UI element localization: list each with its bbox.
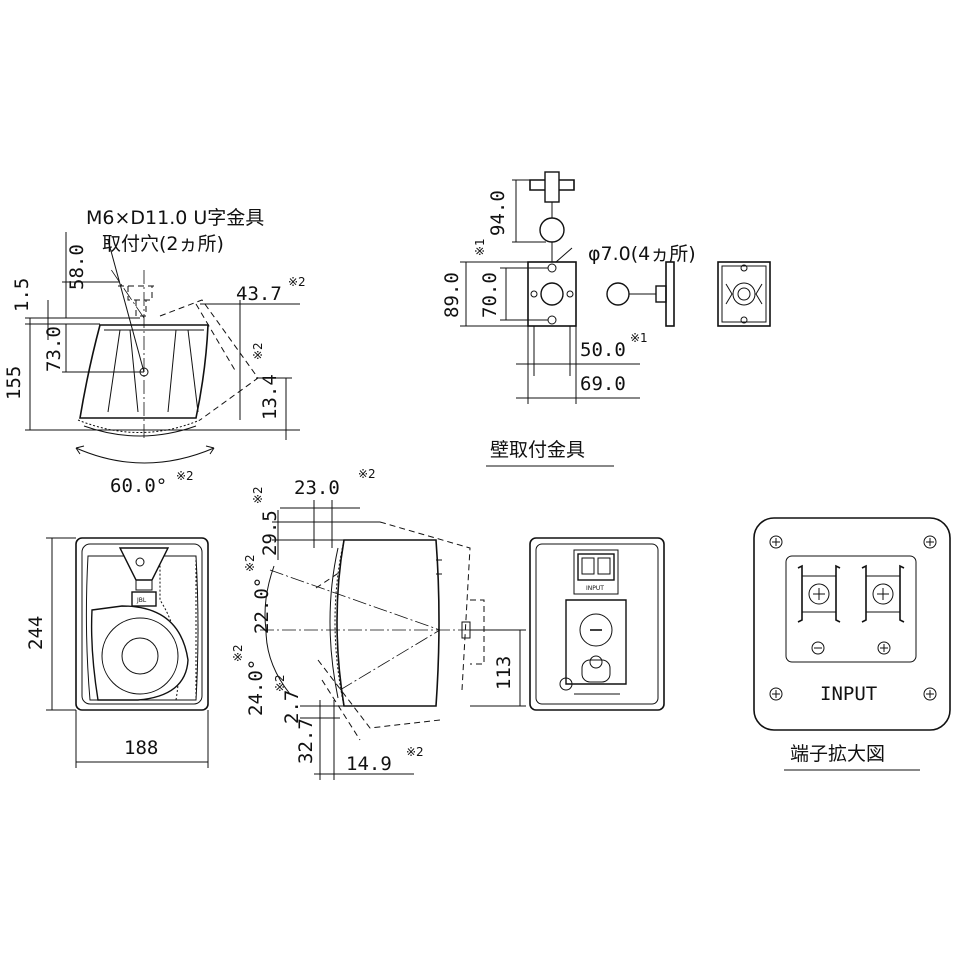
dim-89: 89.0 — [441, 272, 463, 318]
dim-1-5: 1.5 — [11, 278, 33, 312]
side-view: 23.0 ※2 29.5 ※2 22.0° ※2 24.0° ※2 2.7 ※2… — [231, 467, 526, 780]
terminal-input-label: INPUT — [820, 683, 877, 705]
dim-155: 155 — [3, 366, 25, 400]
dim-50: 50.0 — [580, 339, 626, 361]
back-input-label: INPUT — [586, 585, 604, 592]
front-view: JBL 244 188 — [25, 537, 209, 768]
note-mark-13-4: ※2 — [251, 342, 265, 360]
note-mark-50: ※1 — [630, 331, 648, 345]
dim-94: 94.0 — [487, 190, 509, 236]
dim-32-7: 32.7 — [295, 718, 317, 764]
dim-244: 244 — [25, 616, 47, 650]
note-mark-22: ※2 — [243, 554, 257, 572]
dim-43-7: 43.7 — [236, 283, 282, 305]
dim-29-5: 29.5 — [259, 510, 281, 556]
wall-bracket: 94.0 ※1 89.0 70.0 φ7.0(4ヵ所) 50.0 ※1 69.0… — [441, 171, 771, 467]
note-mark-14-9: ※2 — [406, 745, 424, 759]
dim-14-9: 14.9 — [346, 753, 392, 775]
dim-24: 24.0° — [245, 659, 267, 716]
dim-58: 58.0 — [66, 244, 88, 290]
dim-22: 22.0° — [251, 577, 273, 634]
dim-188: 188 — [124, 737, 158, 759]
dim-60: 60.0° — [110, 475, 167, 497]
front-logo: JBL — [136, 597, 147, 604]
note-mark-29-5: ※2 — [251, 486, 265, 504]
dim-70: 70.0 — [479, 272, 501, 318]
terminal-title: 端子拡大図 — [790, 743, 885, 765]
top-note-line2: 取付穴(2ヵ所) — [102, 233, 224, 255]
note-mark-24: ※2 — [231, 644, 245, 662]
note-mark-43-7: ※2 — [288, 275, 306, 289]
note-mark-89: ※1 — [473, 238, 487, 256]
dim-73: 73.0 — [43, 326, 65, 372]
note-mark-2-7: ※2 — [273, 674, 287, 692]
top-view: M6×D11.0 U字金具 取付穴(2ヵ所) 58.0 1.5 155 73.0… — [3, 207, 306, 497]
dim-69: 69.0 — [580, 373, 626, 395]
back-view: INPUT — [529, 537, 665, 711]
dim-113: 113 — [493, 656, 515, 690]
dim-hole: φ7.0(4ヵ所) — [588, 243, 696, 265]
dim-13-4: 13.4 — [259, 374, 281, 420]
dim-2-7: 2.7 — [281, 690, 303, 724]
terminal-enlarged: INPUT 端子拡大図 — [753, 517, 951, 771]
note-mark-23: ※2 — [358, 467, 376, 481]
bracket-title: 壁取付金具 — [490, 439, 585, 461]
dim-23: 23.0 — [294, 477, 340, 499]
top-note-line1: M6×D11.0 U字金具 — [86, 207, 264, 229]
note-mark-60: ※2 — [176, 469, 194, 483]
